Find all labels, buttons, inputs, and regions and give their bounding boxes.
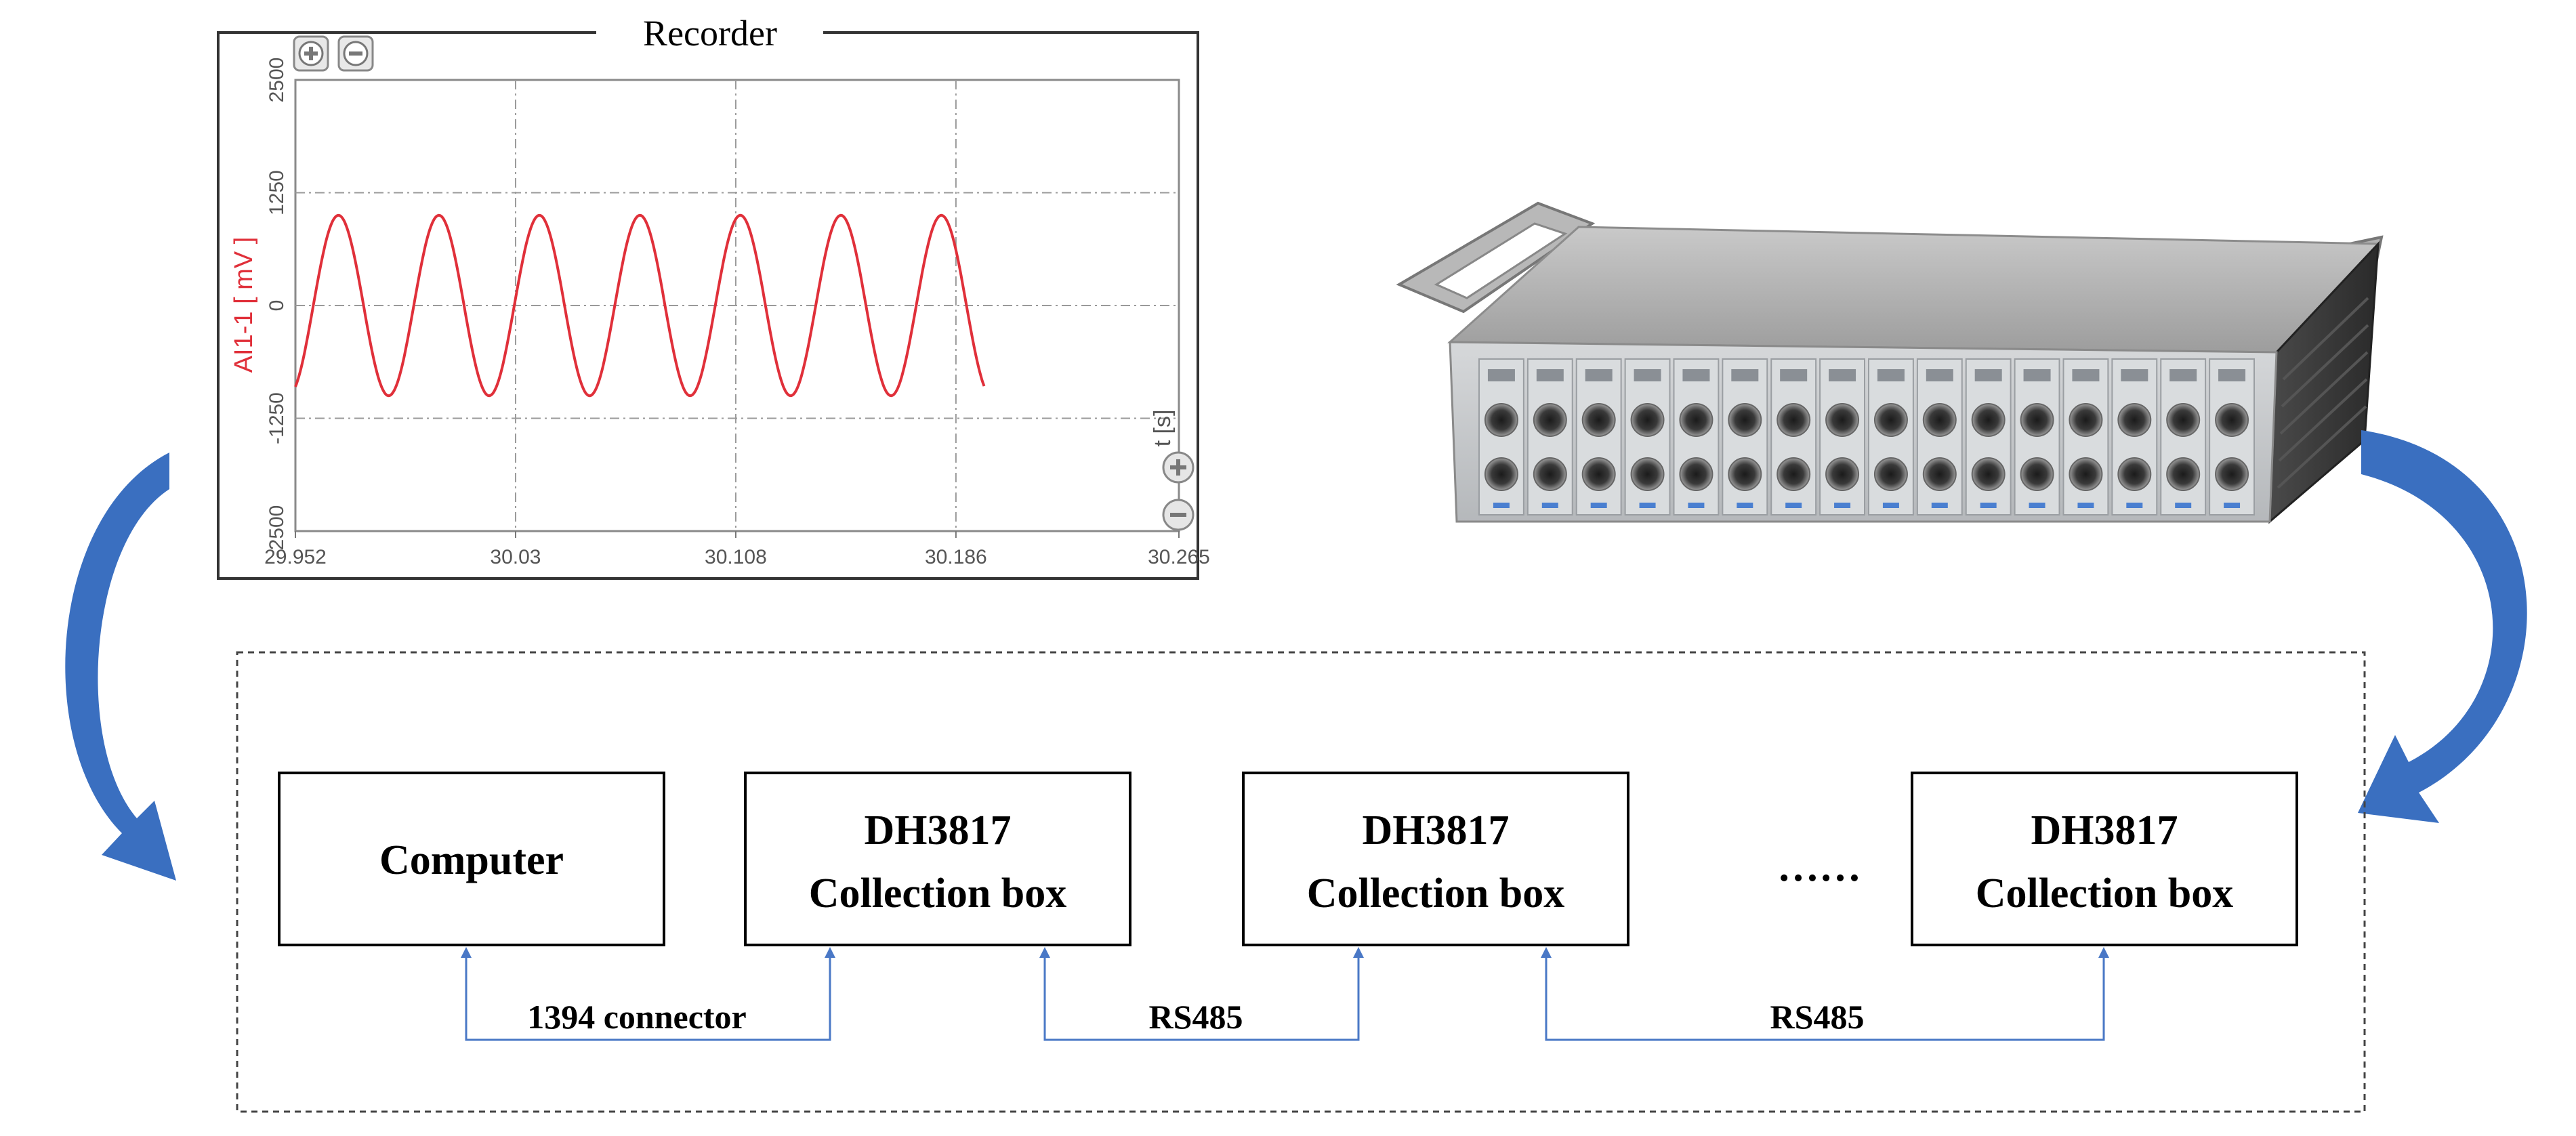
- bnc-connector: [1777, 457, 1811, 491]
- bnc-connector: [2215, 403, 2249, 437]
- right-curved-arrow: [2358, 430, 2527, 823]
- y-tick-label: -2500: [266, 505, 288, 558]
- channel-slot: [1575, 358, 1622, 516]
- bnc-connector: [1484, 457, 1518, 491]
- channel-slot: [1916, 358, 1963, 516]
- bnc-connector: [1679, 403, 1713, 437]
- bnc-connector: [1728, 403, 1762, 437]
- x-zoom-out-icon[interactable]: [1162, 499, 1194, 531]
- x-zoom-in-icon[interactable]: [1162, 451, 1194, 484]
- left-curved-arrow: [65, 453, 176, 881]
- chassis-top: [1447, 226, 2381, 354]
- bnc-connector: [1777, 403, 1811, 437]
- bnc-connector: [1825, 403, 1860, 437]
- x-tick-label: 30.108: [705, 546, 767, 568]
- bnc-connector: [1873, 403, 1908, 437]
- channel-slots: [1478, 358, 2255, 516]
- connector-label-rs485-a: RS485: [1149, 998, 1243, 1036]
- bnc-connector: [2069, 457, 2103, 491]
- connector-rs485-b: [1545, 952, 2105, 1041]
- collection-box-1-name: Collection box: [809, 870, 1067, 917]
- bnc-connector: [1533, 457, 1567, 491]
- x-tick-label: 30.03: [490, 546, 541, 568]
- bnc-connector: [1581, 457, 1616, 491]
- bnc-connector: [1922, 457, 1957, 491]
- connector-1394: [465, 952, 831, 1041]
- bnc-connector: [1630, 457, 1665, 491]
- channel-slot: [1770, 358, 1817, 516]
- channel-slot: [1868, 358, 1914, 516]
- bnc-connector: [2020, 403, 2054, 437]
- connector-label-rs485-b: RS485: [1770, 998, 1865, 1036]
- x-tick-label: 30.265: [1148, 546, 1210, 568]
- channel-slot: [2111, 358, 2158, 516]
- y-axis-label: AI1-1 [ mV ]: [230, 237, 258, 373]
- y-tick-label: 2500: [266, 58, 288, 103]
- connector-label-1394: 1394 connector: [527, 998, 747, 1036]
- bnc-connector: [2020, 457, 2054, 491]
- bnc-connector: [2117, 403, 2152, 437]
- bnc-connector: [1922, 403, 1957, 437]
- zoom-in-icon[interactable]: [293, 35, 329, 72]
- collection-box-n: DH3817 Collection box: [1911, 772, 2298, 946]
- x-axis-label: t [s]: [1150, 410, 1176, 447]
- collection-box-n-name: Collection box: [1976, 870, 2234, 917]
- y-tick-label: 0: [266, 300, 288, 312]
- collection-box-2-name: Collection box: [1307, 870, 1565, 917]
- computer-label: Computer: [379, 837, 564, 883]
- bnc-connector: [1533, 403, 1567, 437]
- x-axis-ticks: 29.952 30.03 30.108 30.186 30.265: [264, 531, 1210, 568]
- collection-box-2-model: DH3817: [1363, 807, 1510, 854]
- channel-slot: [1624, 358, 1671, 516]
- channel-slot: [2160, 358, 2207, 516]
- ellipsis: ……: [1777, 844, 1861, 890]
- y-tick-label: -1250: [266, 392, 288, 444]
- x-tick-label: 30.186: [925, 546, 987, 568]
- system-boundary: [236, 651, 2366, 1113]
- channel-slot: [1526, 358, 1573, 516]
- recorder-panel: Recorder 2500 1250 0 -1250 -2500 29.952 30.03…: [217, 13, 1210, 580]
- recorder-title: Recorder: [643, 13, 777, 54]
- bnc-connector: [1873, 457, 1908, 491]
- bnc-connector: [1630, 403, 1665, 437]
- zoom-out-icon[interactable]: [337, 35, 374, 72]
- channel-slot: [2062, 358, 2109, 516]
- channel-slot: [2014, 358, 2060, 516]
- channel-slot: [1722, 358, 1768, 516]
- collection-box-1: DH3817 Collection box: [744, 772, 1131, 946]
- bnc-connector: [2069, 403, 2103, 437]
- bnc-connector: [1581, 403, 1616, 437]
- signal-line: [294, 213, 986, 398]
- y-axis-ticks: 2500 1250 0 -1250 -2500: [266, 58, 288, 558]
- dh3817-hardware-photo: [1396, 201, 2384, 524]
- collection-box-1-model: DH3817: [865, 807, 1012, 854]
- channel-slot: [2209, 358, 2255, 516]
- connector-rs485-a: [1043, 952, 1360, 1041]
- bnc-connector: [2117, 457, 2152, 491]
- bnc-connector: [1484, 403, 1518, 437]
- channel-slot: [1673, 358, 1720, 516]
- bnc-connector: [1825, 457, 1860, 491]
- bnc-connector: [1971, 403, 2006, 437]
- bnc-connector: [1728, 457, 1762, 491]
- channel-slot: [1965, 358, 2012, 516]
- computer-block: Computer: [278, 772, 665, 946]
- bnc-connector: [2215, 457, 2249, 491]
- y-tick-label: 1250: [266, 170, 288, 215]
- bnc-connector: [1971, 457, 2006, 491]
- bnc-connector: [1679, 457, 1713, 491]
- channel-slot: [1478, 358, 1524, 516]
- channel-slot: [1819, 358, 1865, 516]
- bnc-connector: [2166, 457, 2201, 491]
- collection-box-n-model: DH3817: [2031, 807, 2178, 854]
- bnc-connector: [2166, 403, 2201, 437]
- x-tick-label: 29.952: [264, 546, 327, 568]
- collection-box-2: DH3817 Collection box: [1242, 772, 1629, 946]
